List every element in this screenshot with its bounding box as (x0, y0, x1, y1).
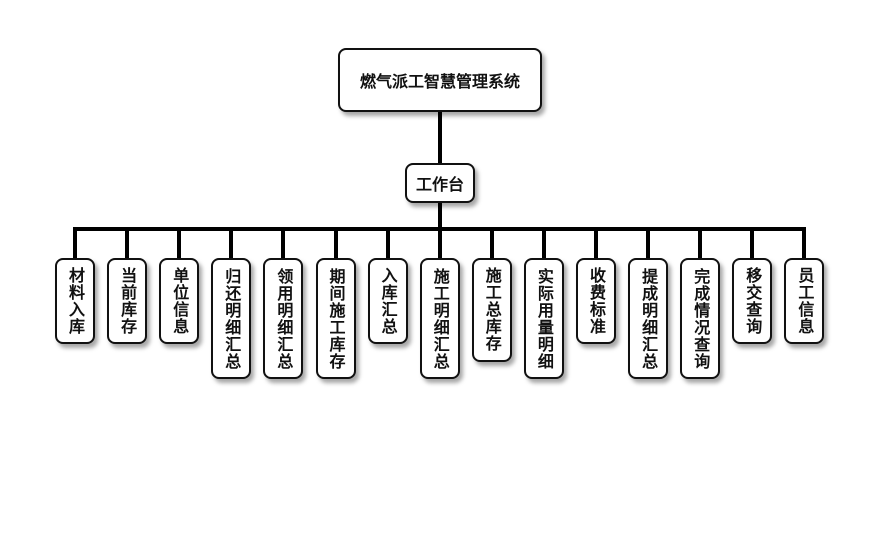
connector-hub-bus (438, 203, 442, 230)
connector-module (646, 229, 651, 259)
connector-module (333, 229, 338, 259)
connector-module (73, 229, 77, 259)
connector-module (750, 229, 755, 259)
connector-module (281, 229, 286, 259)
module-node[interactable]: 提成明细汇总 (628, 258, 669, 379)
module-node[interactable]: 完成情况查询 (680, 258, 721, 379)
hub-node[interactable]: 工作台 (405, 163, 475, 203)
connector-module (125, 229, 130, 259)
module-node[interactable]: 材料入库 (55, 258, 95, 344)
connector-module (437, 229, 442, 259)
module-node[interactable]: 单位信息 (159, 258, 200, 344)
connector-module (541, 229, 546, 259)
module-node[interactable]: 员工信息 (784, 258, 825, 344)
module-node[interactable]: 移交查询 (732, 258, 773, 344)
root-node[interactable]: 燃气派工智慧管理系统 (338, 48, 542, 112)
connector-module (385, 229, 390, 259)
module-node[interactable]: 收费标准 (576, 258, 616, 344)
module-node[interactable]: 期间施工库存 (315, 258, 356, 379)
module-node[interactable]: 施工明细汇总 (419, 258, 460, 379)
connector-module (802, 229, 807, 259)
connector-module (229, 229, 234, 259)
module-node[interactable]: 实际用量明细 (523, 258, 564, 379)
connector-module (698, 229, 703, 259)
module-node[interactable]: 入库汇总 (367, 258, 408, 344)
module-node[interactable]: 施工总库存 (471, 258, 512, 362)
module-node[interactable]: 归还明细汇总 (211, 258, 252, 379)
connector-root-hub (438, 112, 442, 164)
connector-module (489, 229, 494, 259)
connector-module (177, 229, 182, 259)
module-node[interactable]: 领用明细汇总 (263, 258, 304, 379)
module-node[interactable]: 当前库存 (107, 258, 148, 344)
connector-module (594, 229, 598, 259)
